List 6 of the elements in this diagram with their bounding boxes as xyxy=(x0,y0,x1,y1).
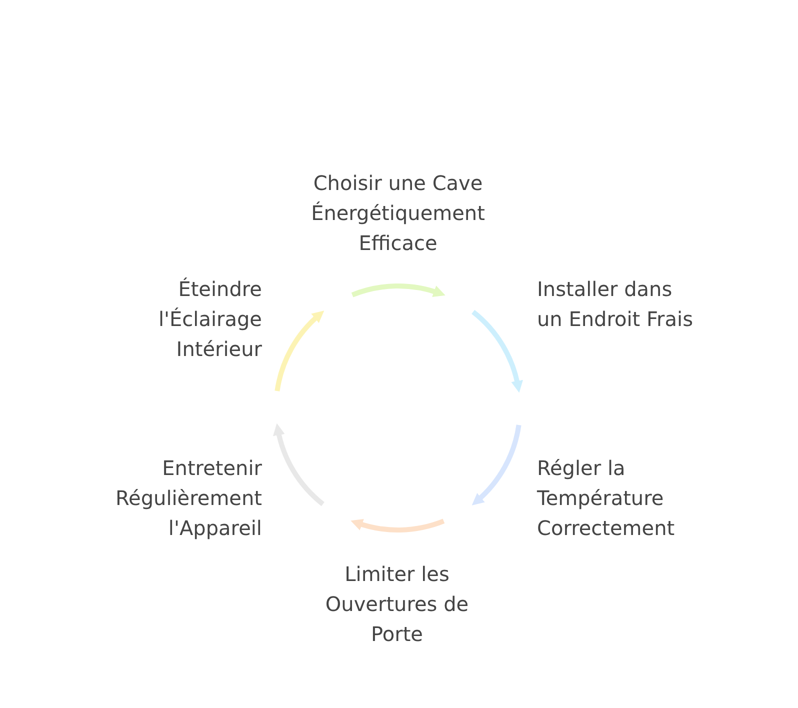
step-label: Entretenir Régulièrement l'Appareil xyxy=(114,455,262,542)
step-label: Choisir une Cave Énergétiquement Efficace xyxy=(310,170,486,257)
step-label: Installer dans un Endroit Frais xyxy=(537,276,694,333)
step-label: Régler la Température Correctement xyxy=(537,455,676,542)
step-label: Limiter les Ouvertures de Porte xyxy=(324,561,470,648)
step-label: Éteindre l'Éclairage Intérieur xyxy=(157,276,262,363)
